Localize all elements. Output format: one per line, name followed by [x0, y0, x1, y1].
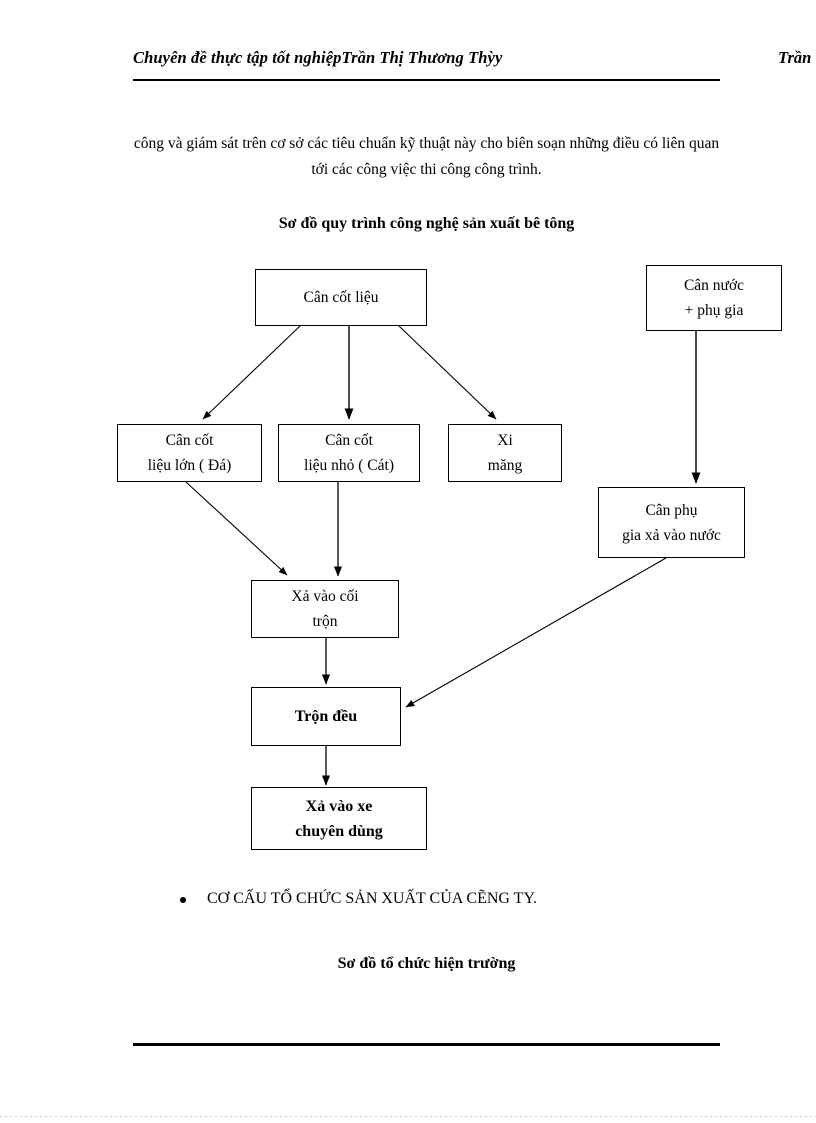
footer-divider: [133, 1043, 720, 1046]
diagram-title: Sơ đồ quy trình công nghệ sản xuất bê tô…: [278, 215, 575, 232]
body-paragraph: công và giám sát trên cơ sở các tiêu chu…: [133, 135, 720, 178]
bullet-dot-icon: [180, 897, 186, 903]
flow-node-label: Trộn đều: [294, 708, 358, 725]
flow-node-tron-deu: Trộn đều: [251, 687, 401, 746]
bullet-item-label: CƠ CẤU TỔ CHỨC SẢN XUẤT CỦA CẼNG TY.: [207, 890, 537, 907]
page-edge-marker: [0, 1116, 816, 1117]
header-divider: [133, 79, 720, 81]
section-heading-to-chuc-hien-truong: Sơ đồ tổ chức hiện trường: [337, 955, 516, 972]
header-right-text: Trần: [778, 48, 812, 67]
flow-node-can-cot-lieu: Cân cốt liệu: [255, 269, 427, 326]
page-header: Chuyên đề thực tập tốt nghiệpTrần Thị Th…: [133, 48, 816, 84]
flow-node-can-nuoc-phu-gia: Cân nước+ phụ gia: [646, 265, 782, 331]
flow-node-label: Cân cốt liệu: [303, 289, 379, 306]
flow-node-label: Cân nước+ phụ gia: [683, 277, 745, 319]
header-title: Chuyên đề thực tập tốt nghiệpTrần Thị Th…: [133, 48, 503, 67]
